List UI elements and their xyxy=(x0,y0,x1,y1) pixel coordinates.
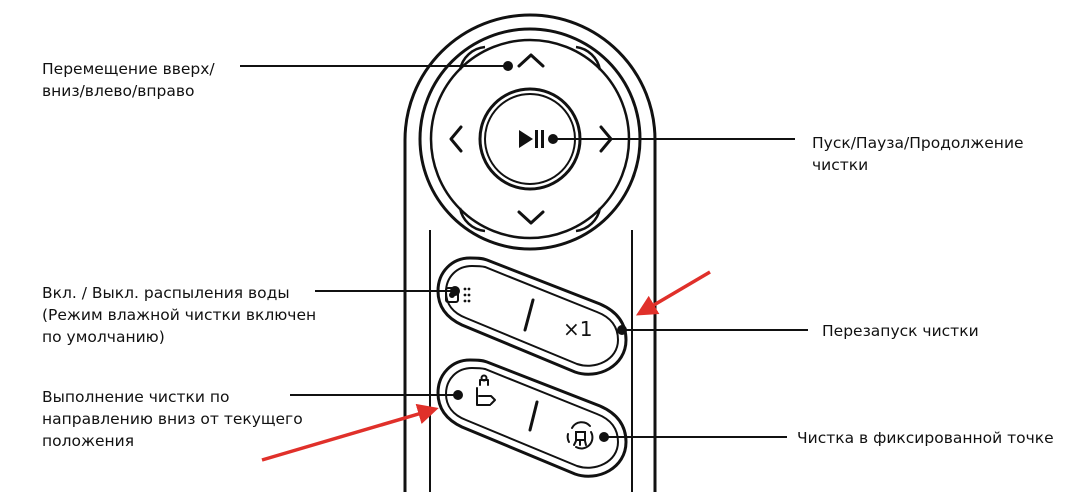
play-pause-icon xyxy=(519,130,544,148)
restart-button-label[interactable]: ×1 xyxy=(563,317,593,341)
restart-label: Перезапуск чистки xyxy=(822,322,979,340)
dpad-corner-bottom-left xyxy=(458,207,486,233)
chevron-up-icon[interactable] xyxy=(517,53,545,68)
dot-play xyxy=(548,134,558,144)
leader-lines xyxy=(240,61,808,442)
pill-divider-2 xyxy=(528,400,539,432)
red-arrows xyxy=(261,270,711,462)
dot-restart xyxy=(617,325,627,335)
clean-down-icon[interactable] xyxy=(476,374,496,406)
dot-down xyxy=(453,390,463,400)
spot-clean-label: Чистка в фиксированной точке xyxy=(797,429,1054,447)
play-pause-label: Пуск/Пауза/Продолжение чистки xyxy=(812,134,1024,174)
chevron-left-icon[interactable] xyxy=(449,125,463,153)
dot-spray xyxy=(450,286,460,296)
down-spot-pill xyxy=(436,358,628,478)
dot-nav xyxy=(503,61,513,71)
clean-down-label: Выполнение чистки по направлению вниз от… xyxy=(42,388,303,450)
pill-divider xyxy=(523,298,535,332)
water-spray-label: Вкл. / Выкл. распыления воды (Режим влаж… xyxy=(42,284,317,346)
dpad-corner-top-right xyxy=(575,45,602,71)
red-arrow-clean-down xyxy=(261,403,439,462)
dpad-corner-bottom-right xyxy=(575,207,602,233)
remote-body xyxy=(403,13,657,492)
spot-clean-icon[interactable] xyxy=(566,421,594,450)
navigation-label: Перемещение вверх/ вниз/влево/вправо xyxy=(42,60,215,100)
dot-spot xyxy=(599,432,609,442)
chevron-down-icon[interactable] xyxy=(517,210,545,225)
red-arrow-restart xyxy=(635,270,711,316)
spray-restart-pill xyxy=(436,256,628,376)
